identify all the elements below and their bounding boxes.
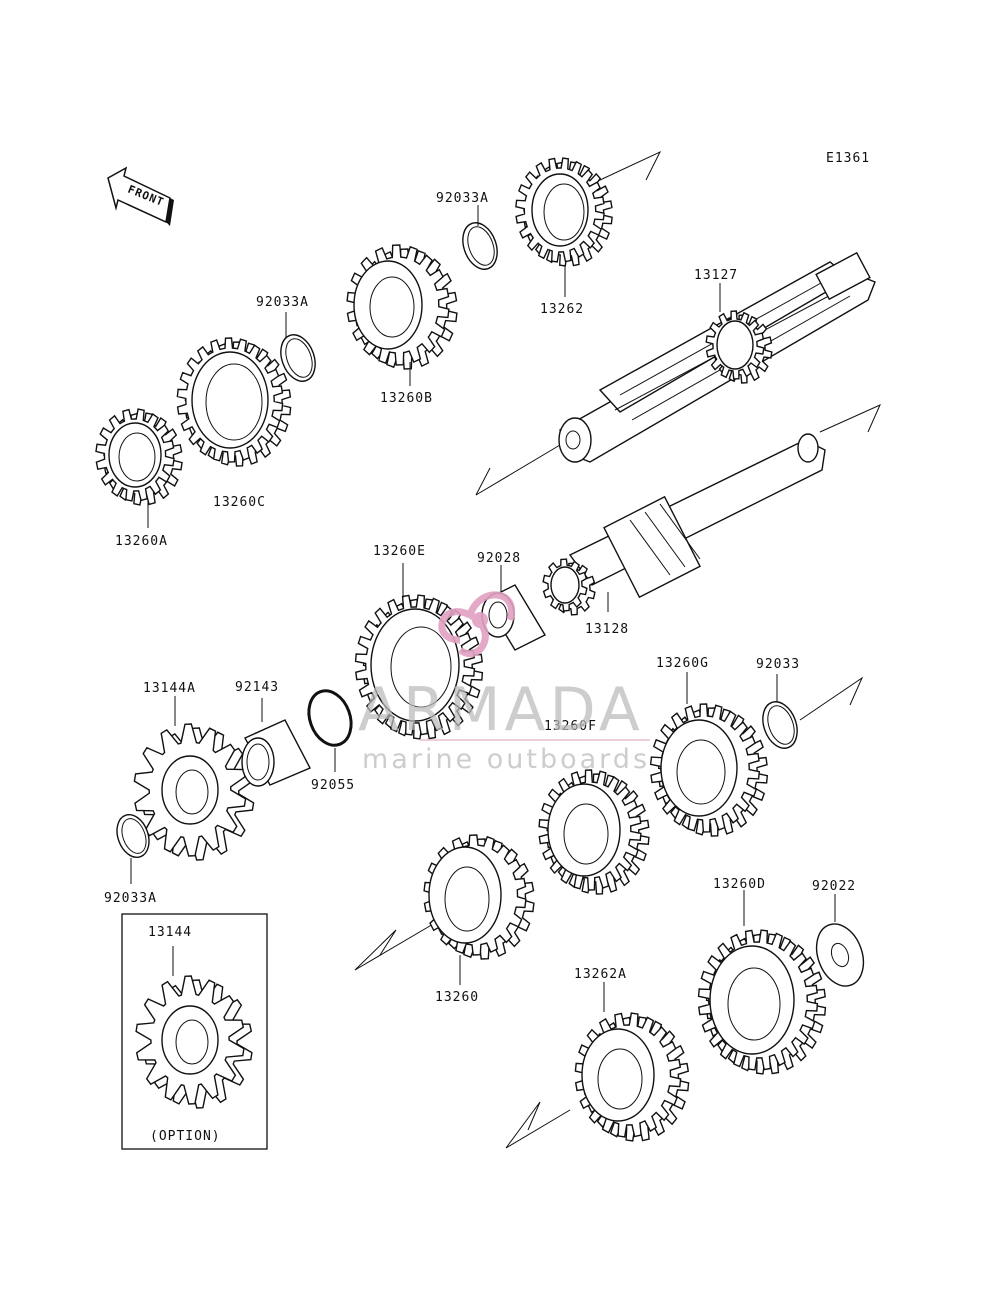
label-92033A-mid: 92033A xyxy=(256,295,309,310)
label-13128: 13128 xyxy=(585,622,629,637)
mid-axis-lines xyxy=(819,404,881,433)
lower-axis-lines xyxy=(354,676,864,1149)
sprocket-13144[interactable] xyxy=(135,975,253,1109)
label-13260D: 13260D xyxy=(713,877,766,892)
label-13260G: 13260G xyxy=(656,656,709,671)
collar-92143[interactable] xyxy=(241,719,311,787)
label-92055: 92055 xyxy=(311,778,355,793)
watermark-brand: ARMADA xyxy=(358,675,644,745)
circlip-92033A-mid[interactable] xyxy=(275,330,321,386)
bearing-92028[interactable] xyxy=(481,584,546,651)
gear-13260C[interactable] xyxy=(176,337,292,467)
washer-92022[interactable] xyxy=(808,917,871,992)
label-13260A: 13260A xyxy=(115,534,168,549)
propeller-logo xyxy=(438,591,516,658)
label-13260: 13260 xyxy=(435,990,479,1005)
label-13262A: 13262A xyxy=(574,967,627,982)
watermark: ARMADA marine outboards xyxy=(358,591,650,775)
watermark-tagline: marine outboards xyxy=(362,744,650,775)
label-13144: 13144 xyxy=(148,925,192,940)
gear-13260A[interactable] xyxy=(95,408,183,506)
sprocket-13144A[interactable] xyxy=(133,723,255,861)
o-ring-92055[interactable] xyxy=(302,685,359,751)
gear-13260[interactable] xyxy=(423,834,535,960)
shaft-13128[interactable] xyxy=(542,433,826,616)
label-13262: 13262 xyxy=(540,302,584,317)
gear-13262[interactable] xyxy=(515,157,613,267)
label-13260E: 13260E xyxy=(373,544,426,559)
gear-13260G[interactable] xyxy=(649,703,769,837)
label-92022: 92022 xyxy=(812,879,856,894)
circlip-92033[interactable] xyxy=(757,697,803,753)
shaft-13127[interactable] xyxy=(558,251,876,463)
label-13260C: 13260C xyxy=(213,495,266,510)
label-13260F: 13260F xyxy=(544,719,597,734)
diagram-code: E1361 xyxy=(826,151,870,166)
gear-13262A[interactable] xyxy=(574,1012,690,1142)
label-92033A-low: 92033A xyxy=(104,891,157,906)
gear-13260B[interactable] xyxy=(346,244,458,370)
front-arrow-icon: FRONT xyxy=(107,166,174,226)
option-label: (OPTION) xyxy=(150,1129,221,1144)
label-13127: 13127 xyxy=(694,268,738,283)
label-92143: 92143 xyxy=(235,680,279,695)
option-box: 13144 (OPTION) xyxy=(121,913,268,1150)
label-13144A: 13144A xyxy=(143,681,196,696)
label-13260B: 13260B xyxy=(380,391,433,406)
gear-13260E[interactable] xyxy=(354,594,484,740)
circlip-92033A-low[interactable] xyxy=(111,810,154,862)
label-92028: 92028 xyxy=(477,551,521,566)
label-92033: 92033 xyxy=(756,657,800,672)
gear-13260F[interactable] xyxy=(538,769,650,895)
gear-13260D[interactable] xyxy=(697,929,827,1075)
circlip-92033A-top[interactable] xyxy=(457,218,503,274)
label-92033A-top: 92033A xyxy=(436,191,489,206)
